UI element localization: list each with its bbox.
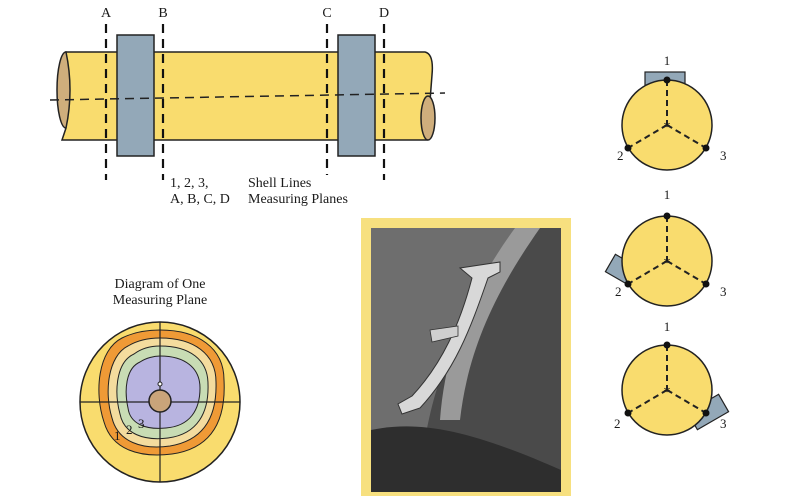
label-right: 3 <box>720 284 727 299</box>
kiln-center-axis <box>49 92 446 101</box>
plane-label-b: B <box>158 6 167 21</box>
point-right <box>702 280 710 288</box>
label-right: 3 <box>720 416 727 431</box>
ring-label-1: 1 <box>114 428 121 443</box>
label-top: 1 <box>664 319 671 334</box>
plane-diagram-title-2: Measuring Plane <box>113 293 207 308</box>
spoke-right <box>666 260 707 285</box>
plane-label-c: C <box>322 6 331 21</box>
label-top: 1 <box>664 187 671 202</box>
point-left <box>624 409 632 417</box>
scanner-photo <box>361 218 571 496</box>
photo-scanner-arm <box>397 261 501 415</box>
plane-hub <box>148 389 172 413</box>
sensor-position-1: * 1 2 3 <box>617 53 727 171</box>
ring-label-2: 2 <box>126 422 133 437</box>
legend-plane-text: Measuring Planes <box>248 192 348 207</box>
label-left: 2 <box>614 416 621 431</box>
point-right <box>702 144 710 152</box>
center-mark: * <box>664 120 671 135</box>
spoke-right <box>666 124 707 149</box>
kiln-tire-left <box>116 34 155 157</box>
spoke-left <box>627 124 668 149</box>
kiln-shell-group: A B C D 1, 2, 3, Shell Lines A, B, C, D … <box>49 6 446 207</box>
point-right <box>702 409 710 417</box>
label-right: 3 <box>720 148 727 163</box>
plane-label-d: D <box>379 6 389 21</box>
sensor-position-2: * 1 2 3 <box>604 187 727 307</box>
measuring-plane-diagram: Diagram of One Measuring Plane 1 2 3 <box>79 277 241 483</box>
ring-label-3: 3 <box>138 416 145 431</box>
legend-shell-text: Shell Lines <box>248 176 311 191</box>
spoke-left <box>627 260 668 285</box>
plane-label-a: A <box>101 6 112 21</box>
legend-shell-numbers: 1, 2, 3, <box>170 176 209 191</box>
photo-floor <box>371 426 561 492</box>
center-mark: * <box>664 385 671 400</box>
kiln-right-end <box>420 95 436 141</box>
point-top <box>663 76 671 84</box>
point-top <box>663 212 671 220</box>
point-left <box>624 280 632 288</box>
point-left <box>624 144 632 152</box>
photo-shell-curve <box>418 228 561 492</box>
photo-bracket <box>429 325 459 343</box>
plane-center-dot <box>157 381 163 387</box>
spoke-left <box>627 389 668 414</box>
sensor-position-3: * 1 2 3 <box>614 319 730 436</box>
spoke-right <box>666 389 707 414</box>
label-top: 1 <box>664 53 671 68</box>
photo-light-band <box>440 228 540 420</box>
center-mark: * <box>664 256 671 271</box>
kiln-tire-right <box>337 34 376 157</box>
label-left: 2 <box>617 148 624 163</box>
label-left: 2 <box>615 284 622 299</box>
plane-diagram-title-1: Diagram of One <box>115 277 206 292</box>
legend-plane-letters: A, B, C, D <box>170 192 230 207</box>
point-top <box>663 341 671 349</box>
